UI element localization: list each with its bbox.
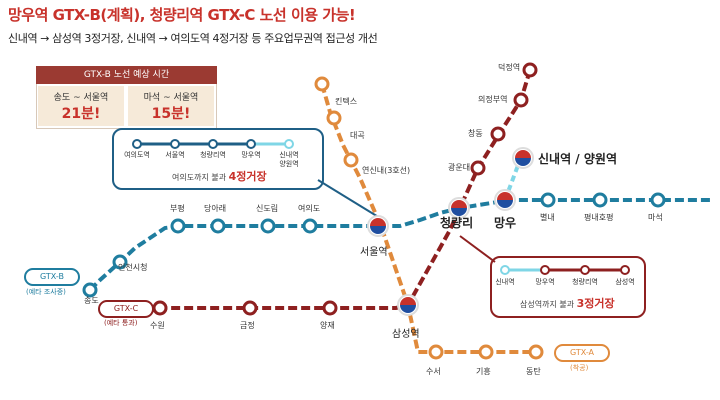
- callout-gtx-b: [112, 128, 324, 190]
- callout-c-stop: [540, 265, 550, 275]
- callout-b-note-value: 4정거장: [228, 170, 267, 183]
- station-daegok: [326, 110, 342, 126]
- label-suseo: 수서: [426, 367, 441, 376]
- label-incheon: 인천시청: [118, 263, 148, 272]
- callout-b-stop: [208, 139, 218, 149]
- estimate-time: 15분!: [151, 106, 191, 122]
- gtx-a-status: (착공): [570, 364, 589, 372]
- callout-gtx-c: [490, 256, 646, 318]
- callout-c-stop: [620, 265, 630, 275]
- estimate-route: 마석 ~ 서울역: [143, 93, 199, 103]
- station-bupyeong: [170, 218, 186, 234]
- station-byeollae: [540, 192, 556, 208]
- label-kintex: 킨텍스: [335, 97, 358, 106]
- station-suwon: [152, 300, 168, 316]
- label-mangu: 망우: [494, 216, 517, 230]
- callout-c-station: 청량리역: [572, 278, 598, 286]
- label-samseong: 삼성역: [392, 329, 420, 340]
- gtx-c-status: (예타 통과): [104, 319, 138, 327]
- label-deokjeong: 덕정역: [498, 63, 521, 72]
- label-changdong: 창동: [468, 129, 483, 138]
- gtx-b-status: (예타 조사중): [26, 288, 66, 296]
- label-dangsan: 당아래: [204, 204, 227, 213]
- callout-b-station: 망우역: [241, 151, 261, 159]
- callout-c-note-value: 3정거장: [576, 297, 615, 310]
- label-giheung: 기흥: [476, 367, 491, 376]
- callout-b-stop: [170, 139, 180, 149]
- callout-b-station: 신내역 양원역: [279, 151, 299, 168]
- callout-c-pointer: [459, 235, 496, 263]
- station-cheongnyangni-transfer: [448, 197, 470, 219]
- station-deokjeong: [522, 62, 538, 78]
- label-uijeongbu: 의정부역: [478, 95, 508, 104]
- station-geumjeong: [242, 300, 258, 316]
- callout-b-station: 여의도역: [124, 151, 150, 159]
- station-gwangundae: [470, 160, 486, 176]
- label-suwon: 수원: [150, 321, 165, 330]
- estimate-heading: GTX-B 노선 예상 시간: [36, 66, 217, 84]
- estimate-time: 21분!: [61, 106, 101, 122]
- station-dongtan: [528, 344, 544, 360]
- label-geumjeong: 금정: [240, 321, 255, 330]
- gtx-c-tag: GTX-C: [98, 300, 154, 318]
- label-sindorim: 신도림: [256, 204, 279, 213]
- station-incheon: [112, 254, 128, 270]
- callout-c-station: 신내역: [495, 278, 515, 286]
- station-changdong: [490, 126, 506, 142]
- label-seoul: 서울역: [360, 247, 388, 258]
- estimate-route: 송도 ~ 서울역: [53, 93, 109, 103]
- station-kintex: [314, 76, 330, 92]
- label-daegok: 대곡: [350, 131, 365, 140]
- station-yangjae: [322, 300, 338, 316]
- station-sindorim: [260, 218, 276, 234]
- callout-b-stop: [132, 139, 142, 149]
- station-dangsan: [210, 218, 226, 234]
- callout-b-pointer: [317, 179, 381, 219]
- station-seoul-transfer: [367, 215, 389, 237]
- label-yangjae: 양재: [320, 321, 335, 330]
- label-yeonsinnae: 연신내(3호선): [362, 166, 411, 175]
- callout-c-stop: [580, 265, 590, 275]
- gtx-b-tag: GTX-B: [24, 268, 80, 286]
- station-songdo: [82, 282, 98, 298]
- page-subtitle: 신내역 → 삼성역 3정거장, 신내역 → 여의도역 4정거장 등 주요업무권역…: [8, 32, 378, 45]
- label-cheongnyangni: 청량리: [440, 216, 474, 230]
- station-mangu-transfer: [494, 189, 516, 211]
- callout-c-note-prefix: 삼성역까지 불과: [520, 300, 575, 309]
- station-uijeongbu: [513, 92, 529, 108]
- callout-c-stop: [500, 265, 510, 275]
- callout-b-station: 서울역: [165, 151, 185, 159]
- estimate-item: 송도 ~ 서울역 21분!: [38, 86, 124, 126]
- station-yeonsinnae: [343, 152, 359, 168]
- station-yeouido: [302, 218, 318, 234]
- label-pyeongnae: 평내호평: [584, 213, 614, 222]
- callout-b-stop: [284, 139, 294, 149]
- station-suseo: [428, 344, 444, 360]
- callout-b-stop: [246, 139, 256, 149]
- station-samseong-transfer: [397, 294, 419, 316]
- label-dongtan: 동탄: [526, 367, 541, 376]
- page-title: 망우역 GTX-B(계획), 청량리역 GTX-C 노선 이용 가능!: [8, 6, 356, 24]
- callout-b-note-prefix: 여의도까지 불과: [172, 173, 227, 182]
- estimate-item: 마석 ~ 서울역 15분!: [128, 86, 214, 126]
- callout-c-station: 삼성역: [615, 278, 635, 286]
- station-maseok: [650, 192, 666, 208]
- callout-b-station: 청량리역: [200, 151, 226, 159]
- callout-c-note: 삼성역까지 불과 3정거장: [520, 295, 615, 311]
- label-bupyeong: 부평: [170, 204, 185, 213]
- label-songdo: 송도: [84, 296, 99, 305]
- station-sinnae-transfer: [512, 147, 534, 169]
- station-pyeongnae: [592, 192, 608, 208]
- label-maseok: 마석: [648, 213, 663, 222]
- label-sinnae: 신내역 / 양원역: [538, 152, 617, 166]
- callout-c-station: 망우역: [535, 278, 555, 286]
- station-giheung: [478, 344, 494, 360]
- gtx-a-tag: GTX-A: [554, 344, 610, 362]
- label-yeouido: 여의도: [298, 204, 321, 213]
- callout-b-note: 여의도까지 불과 4정거장: [172, 168, 267, 184]
- label-gwangundae: 광운대: [448, 163, 471, 172]
- label-byeollae: 별내: [540, 213, 555, 222]
